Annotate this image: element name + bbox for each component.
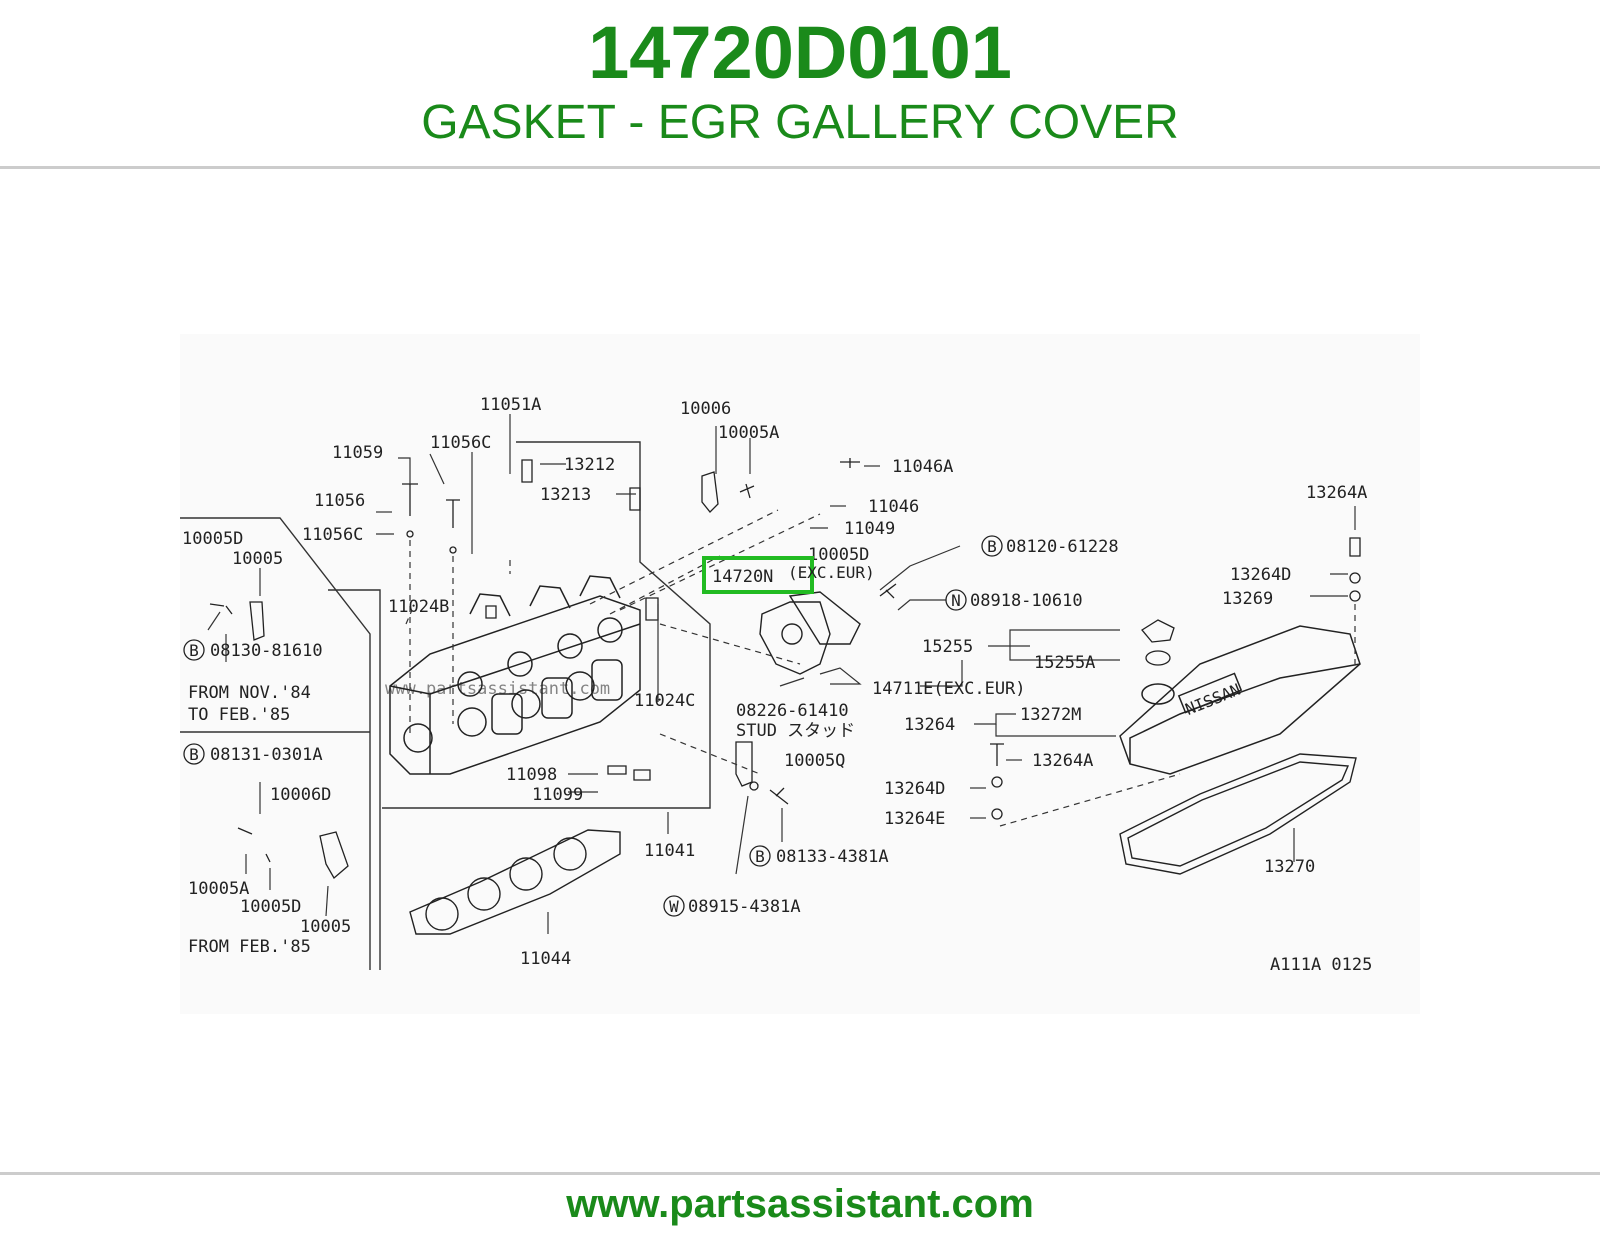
label-from-nov-84: FROM NOV.'84 [188, 683, 311, 703]
label-13212: 13212 [564, 455, 615, 475]
part-labels: 11051A 10006 10005A 11059 11056C 13212 1… [182, 395, 1372, 975]
label-11044: 11044 [520, 949, 571, 969]
label-11099: 11099 [532, 785, 583, 805]
label-08131-0301a: 08131-0301A [210, 745, 323, 765]
circle-w-marker: W [669, 897, 679, 916]
label-stud: STUD スタッド [736, 721, 855, 741]
label-diagram-reference: A111A 0125 [1270, 955, 1372, 975]
label-13269: 13269 [1222, 589, 1273, 609]
label-11056: 11056 [314, 491, 365, 511]
page-header: 14720D0101 GASKET - EGR GALLERY COVER [0, 0, 1600, 168]
dashed-guide-lines [405, 509, 1356, 827]
exploded-parts-diagram: B N B B B W www.partsassistant.com 11051… [180, 334, 1420, 1014]
label-11056c-top: 11056C [430, 433, 491, 453]
rocker-cover-gasket [1119, 753, 1357, 875]
circle-b-marker-1: B [987, 537, 997, 556]
label-13264: 13264 [904, 715, 955, 735]
label-11024c: 11024C [634, 691, 695, 711]
highlight-box [702, 556, 814, 594]
label-11049: 11049 [844, 519, 895, 539]
label-15255: 15255 [922, 637, 973, 657]
label-10005q: 10005Q [784, 751, 845, 771]
label-08918-10610: 08918-10610 [970, 591, 1083, 611]
label-13264d-mid: 13264D [884, 779, 945, 799]
label-13264d-right: 13264D [1230, 565, 1291, 585]
label-11098: 11098 [506, 765, 557, 785]
label-08133-4381a: 08133-4381A [776, 847, 889, 867]
label-10005d-bottom: 10005D [240, 897, 301, 917]
label-10005-bottom: 10005 [300, 917, 351, 937]
label-13272m: 13272M [1020, 705, 1081, 725]
egr-cover-drawing [759, 591, 861, 675]
cylinder-head-box [328, 441, 711, 970]
label-13213: 13213 [540, 485, 591, 505]
cylinder-head-drawing [389, 575, 641, 775]
label-to-feb-85: TO FEB.'85 [188, 705, 290, 725]
label-10005d-top: 10005D [808, 545, 869, 565]
label-10006d: 10006D [270, 785, 331, 805]
label-11024b: 11024B [388, 597, 449, 617]
label-14720n-highlighted: 14720N [712, 567, 773, 587]
top-divider [0, 166, 1600, 169]
leader-lines [207, 414, 1356, 934]
bottom-divider [0, 1172, 1600, 1175]
label-08120-61228: 08120-61228 [1006, 537, 1119, 557]
label-13264a-mid: 13264A [1032, 751, 1093, 771]
head-gasket-drawing [409, 829, 621, 935]
rocker-cover-drawing [1119, 625, 1361, 775]
label-10005a-bottom: 10005A [188, 879, 249, 899]
circled-prefix-markers [183, 535, 1003, 917]
label-13264e: 13264E [884, 809, 945, 829]
label-11059: 11059 [332, 443, 383, 463]
label-11056c-left: 11056C [302, 525, 363, 545]
label-10005-left: 10005 [232, 549, 283, 569]
label-11041: 11041 [644, 841, 695, 861]
diagram-svg: B N B B B W www.partsassistant.com 11051… [180, 334, 1420, 1014]
label-10006: 10006 [680, 399, 731, 419]
part-description: GASKET - EGR GALLERY COVER [421, 96, 1179, 149]
label-14720n-exc: (EXC.EUR) [788, 563, 875, 582]
label-10005a-top: 10005A [718, 423, 779, 443]
label-from-feb-85: FROM FEB.'85 [188, 937, 311, 957]
label-08915-4381a: 08915-4381A [688, 897, 801, 917]
label-13264a-top: 13264A [1306, 483, 1367, 503]
circle-n-marker: N [951, 591, 961, 610]
circle-b-marker-2: B [189, 641, 199, 660]
label-10005d-left: 10005D [182, 529, 243, 549]
circle-b-marker-3: B [189, 745, 199, 764]
part-number-title: 14720D0101 [588, 11, 1012, 94]
watermark: www.partsassistant.com [385, 679, 610, 699]
footer-website-link[interactable]: www.partsassistant.com [566, 1182, 1034, 1226]
label-13270: 13270 [1264, 857, 1315, 877]
left-inset-panel [180, 517, 371, 970]
label-08226-61410: 08226-61410 [736, 701, 849, 721]
label-15255a: 15255A [1034, 653, 1095, 673]
circle-b-marker-4: B [755, 847, 765, 866]
label-11051a: 11051A [480, 395, 541, 415]
label-11046: 11046 [868, 497, 919, 517]
label-11046a: 11046A [892, 457, 953, 477]
label-08130-81610: 08130-81610 [210, 641, 323, 661]
label-14711e: 14711E(EXC.EUR) [872, 679, 1026, 699]
